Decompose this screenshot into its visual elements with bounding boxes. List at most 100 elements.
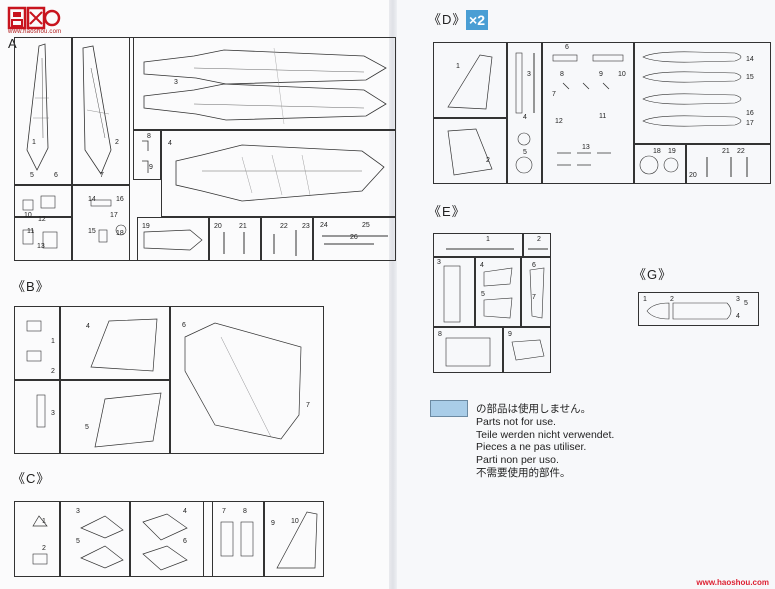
label-d-2: 2 bbox=[486, 157, 490, 164]
part-small-icon bbox=[22, 195, 56, 211]
label-e-3: 3 bbox=[437, 259, 441, 266]
label-e-2: 2 bbox=[537, 236, 541, 243]
label-d-6: 6 bbox=[565, 44, 569, 51]
label-a-9: 9 bbox=[149, 164, 153, 171]
part-a-3-cell bbox=[133, 37, 396, 130]
label-a-20: 20 bbox=[214, 223, 222, 230]
part-b-5-cell bbox=[60, 380, 170, 454]
label-a-21: 21 bbox=[239, 223, 247, 230]
label-d-4: 4 bbox=[523, 114, 527, 121]
label-d-18: 18 bbox=[653, 148, 661, 155]
part-a-19-cell bbox=[137, 217, 209, 261]
label-a-11: 11 bbox=[27, 228, 35, 235]
section-c-title: 《C》 bbox=[12, 471, 51, 486]
label-d-13: 13 bbox=[582, 144, 590, 151]
label-c-4: 4 bbox=[183, 508, 187, 515]
label-a-22: 22 bbox=[280, 223, 288, 230]
part-tail-icon bbox=[447, 128, 493, 176]
label-e-7: 7 bbox=[532, 294, 536, 301]
label-a-17: 17 bbox=[110, 212, 118, 219]
label-g-2: 2 bbox=[670, 296, 674, 303]
label-d-11: 11 bbox=[599, 113, 607, 120]
part-d-6-cell bbox=[542, 42, 634, 184]
part-d-1-cell bbox=[433, 42, 507, 118]
label-d-12: 12 bbox=[555, 118, 563, 125]
label-c-3: 3 bbox=[76, 508, 80, 515]
part-e-2-cell bbox=[523, 233, 551, 257]
label-b-3: 3 bbox=[51, 410, 55, 417]
label-b-1: 1 bbox=[51, 338, 55, 345]
label-a-16: 16 bbox=[116, 196, 124, 203]
label-g-3: 3 bbox=[736, 296, 740, 303]
label-a-4: 4 bbox=[168, 140, 172, 147]
part-gear-leg-icon bbox=[273, 230, 297, 256]
section-a-title: A bbox=[8, 36, 18, 51]
part-a-24-cell bbox=[313, 217, 396, 261]
part-b-3-cell bbox=[14, 380, 60, 454]
label-d-9: 9 bbox=[599, 71, 603, 78]
label-d-3: 3 bbox=[527, 71, 531, 78]
part-canopy-icon bbox=[646, 302, 732, 320]
label-b-7: 7 bbox=[306, 402, 310, 409]
part-bracket-icon bbox=[142, 140, 149, 173]
part-c-9-cell bbox=[264, 501, 324, 577]
label-g-5: 5 bbox=[744, 300, 748, 307]
part-b-1-cell bbox=[14, 306, 60, 380]
legend-english: Parts not for use. bbox=[476, 415, 556, 428]
part-c-3-cell bbox=[60, 501, 130, 577]
part-fin-icon bbox=[80, 515, 124, 569]
label-a-2: 2 bbox=[115, 139, 119, 146]
label-d-17: 17 bbox=[746, 120, 754, 127]
part-a-1-cell bbox=[14, 37, 72, 185]
part-fin-icon bbox=[142, 513, 188, 571]
label-b-2: 2 bbox=[51, 368, 55, 375]
label-a-5: 5 bbox=[30, 172, 34, 179]
legend-italian: Parti non per uso. bbox=[476, 454, 559, 467]
label-d-5: 5 bbox=[523, 149, 527, 156]
label-a-15: 15 bbox=[88, 228, 96, 235]
page-gutter bbox=[389, 0, 397, 589]
part-fuselage-icon bbox=[175, 144, 385, 202]
section-g-frame bbox=[638, 292, 759, 326]
label-e-1: 1 bbox=[486, 236, 490, 243]
label-a-10: 10 bbox=[24, 212, 32, 219]
part-c-7-cell bbox=[212, 501, 264, 577]
legend-japanese: の部品は使用しません。 bbox=[476, 403, 592, 415]
label-c-9: 9 bbox=[271, 520, 275, 527]
label-a-7: 7 bbox=[100, 172, 104, 179]
section-g-title: 《G》 bbox=[633, 267, 673, 282]
part-cockpit-tub-icon bbox=[445, 337, 491, 367]
part-rod-icon bbox=[446, 248, 514, 250]
part-b-6-cell bbox=[170, 306, 324, 454]
part-panel-icon bbox=[483, 267, 513, 319]
label-a-12: 12 bbox=[38, 216, 46, 223]
part-strut-icon bbox=[515, 52, 535, 174]
label-a-6: 6 bbox=[54, 172, 58, 179]
label-a-25: 25 bbox=[362, 222, 370, 229]
label-d-16: 16 bbox=[746, 110, 754, 117]
part-rod-icon bbox=[528, 248, 548, 250]
site-watermark[interactable]: www.haoshou.com bbox=[696, 578, 769, 587]
part-small-icon bbox=[90, 199, 127, 243]
label-e-8: 8 bbox=[438, 331, 442, 338]
part-b-4-cell bbox=[60, 306, 170, 380]
part-e-8-cell bbox=[433, 327, 503, 373]
part-d-14-cell bbox=[634, 42, 771, 144]
part-d-18-cell bbox=[634, 144, 686, 184]
part-wing-panel-icon bbox=[26, 43, 49, 171]
section-b-title: 《B》 bbox=[12, 279, 50, 294]
part-c-1-cell bbox=[14, 501, 60, 577]
label-a-1: 1 bbox=[32, 139, 36, 146]
label-a-26: 26 bbox=[350, 234, 358, 241]
label-a-13: 13 bbox=[37, 243, 45, 250]
label-a-24: 24 bbox=[320, 222, 328, 229]
logo-url[interactable]: www.haoshou.com bbox=[8, 29, 62, 35]
part-tail-icon bbox=[90, 318, 158, 372]
site-logo bbox=[7, 6, 68, 34]
part-a-22-cell bbox=[261, 217, 313, 261]
label-g-4: 4 bbox=[736, 313, 740, 320]
part-panel-icon bbox=[26, 320, 42, 362]
part-e-1-cell bbox=[433, 233, 523, 257]
legend-chinese: 不需要使用的部件。 bbox=[476, 466, 571, 479]
logo-glyph-icon bbox=[7, 6, 61, 30]
